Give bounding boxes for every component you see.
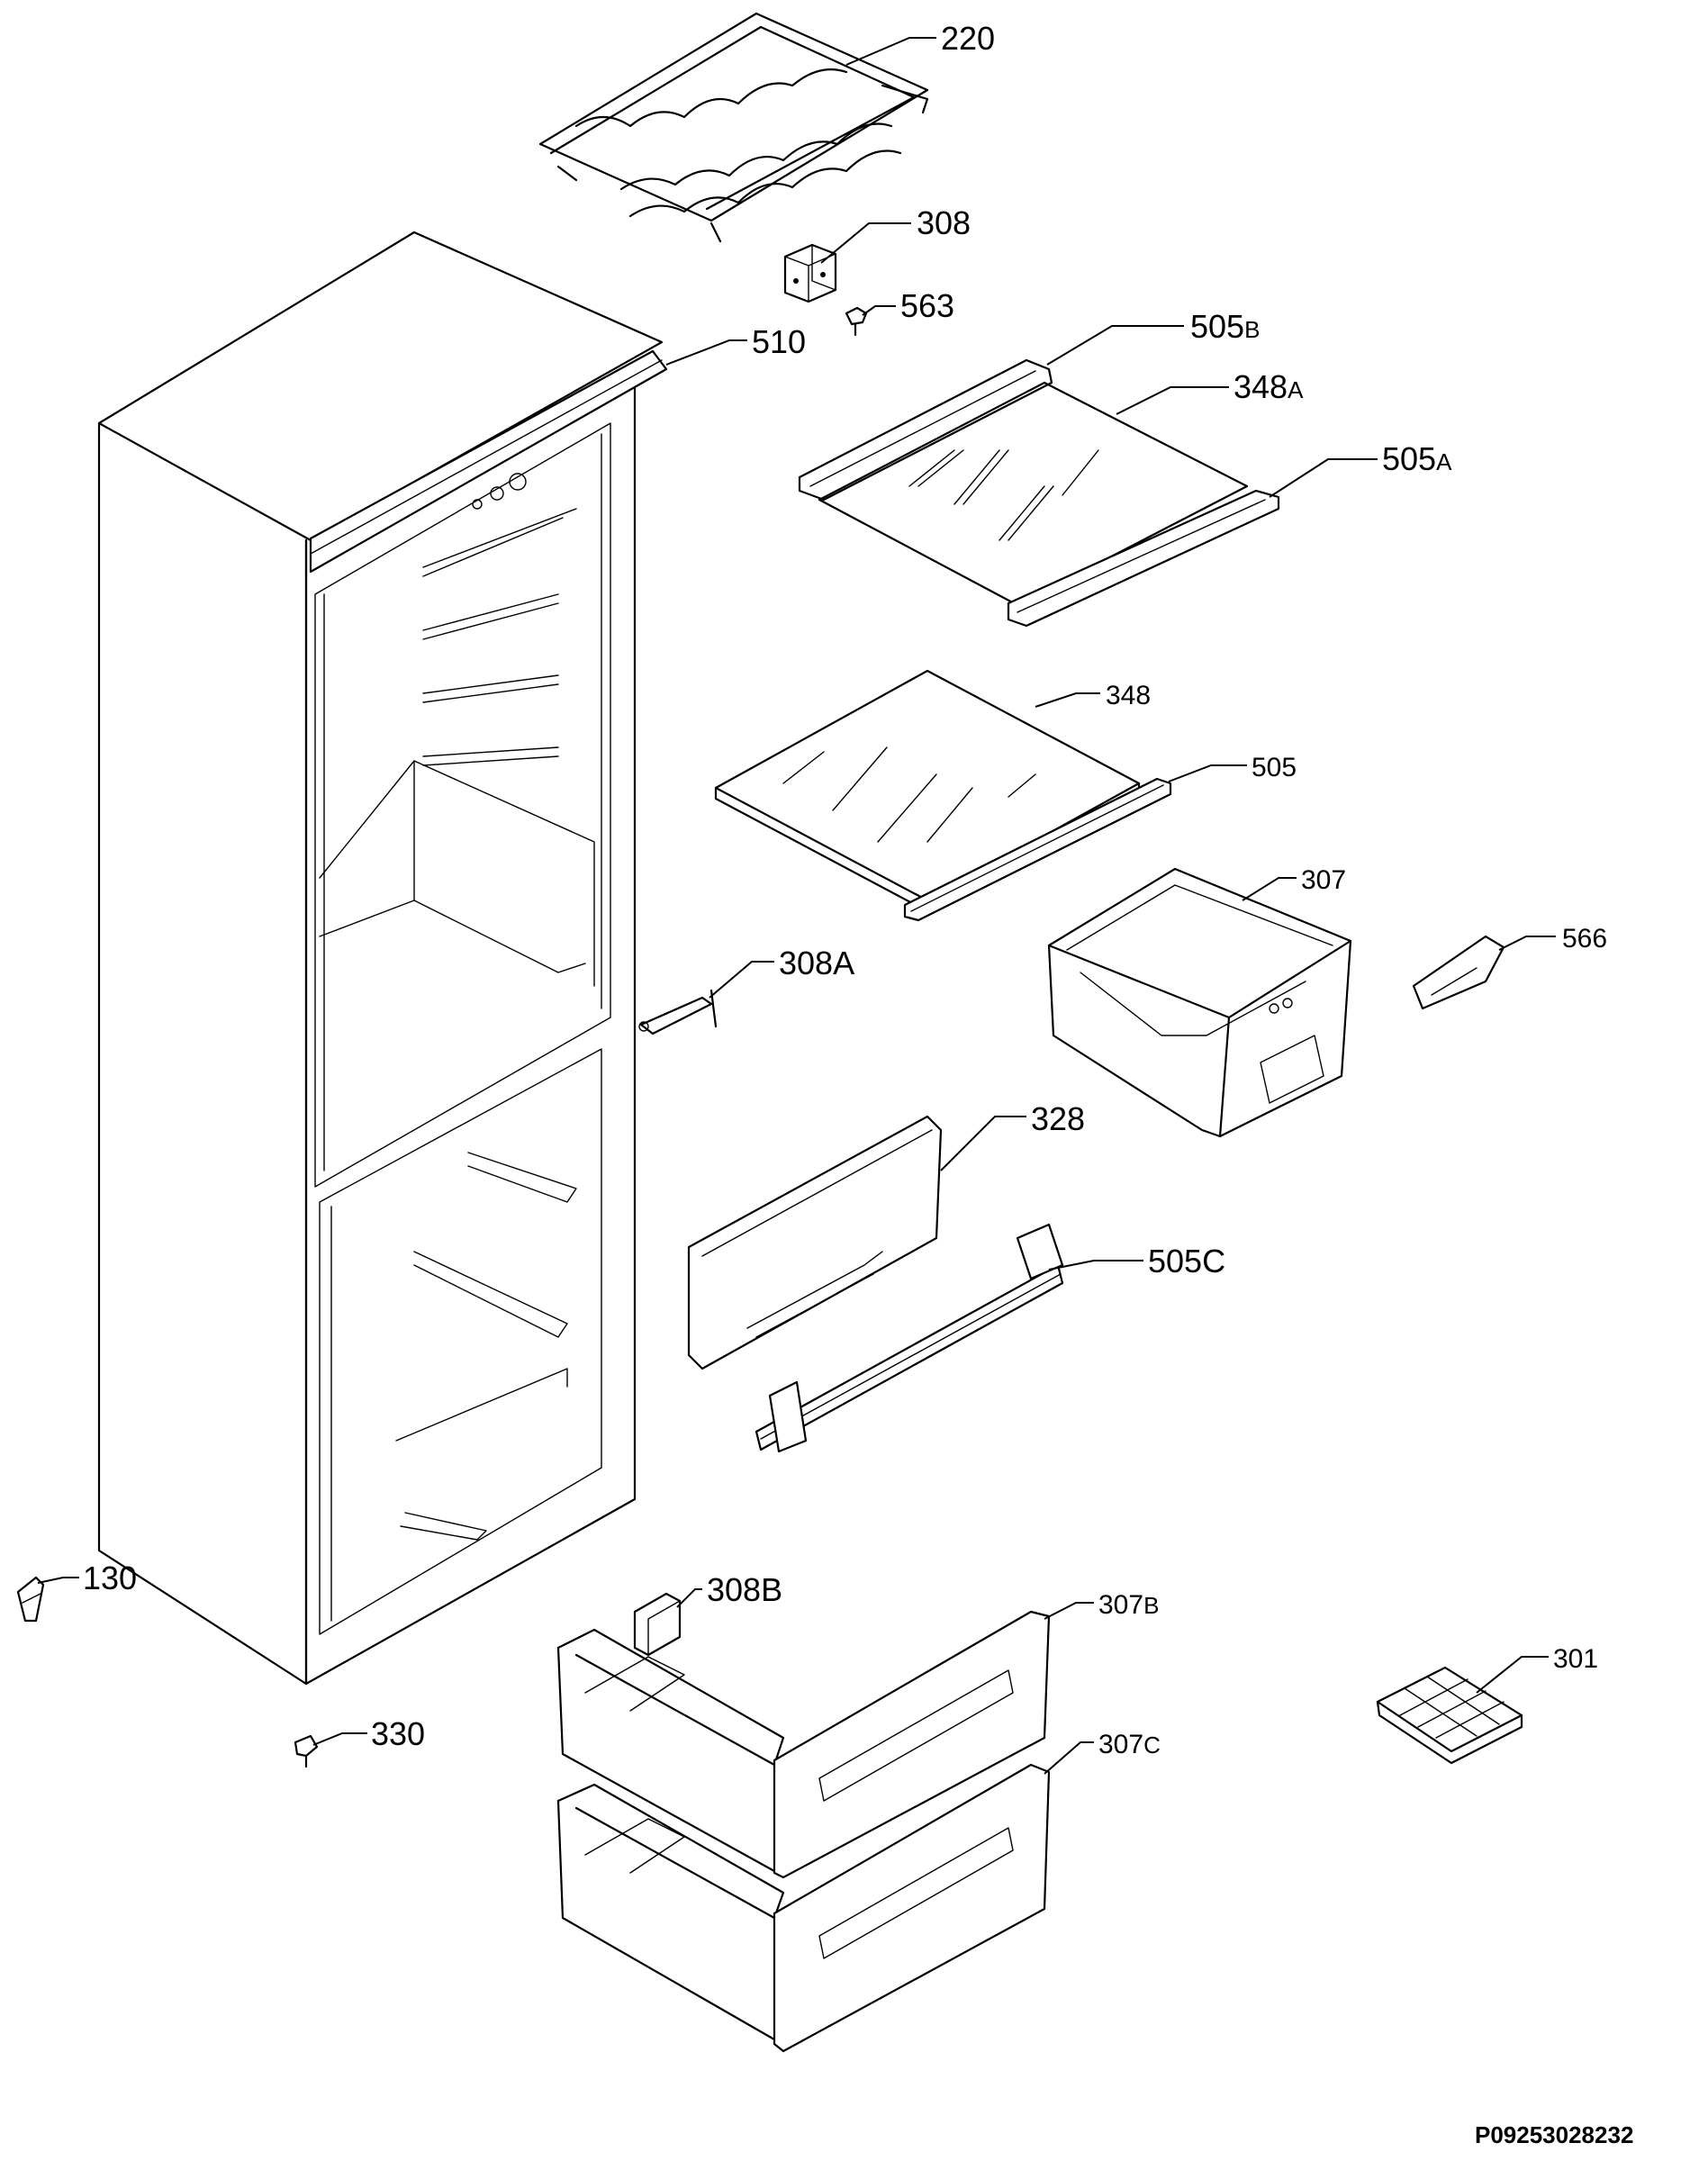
part-563-screw <box>845 306 868 337</box>
label-505a: 505A <box>1382 440 1452 477</box>
part-505b-strip <box>798 358 1053 502</box>
label-130: 130 <box>83 1560 137 1596</box>
part-307-crisper-box <box>1047 867 1352 1138</box>
part-308-bracket <box>783 243 837 303</box>
label-308a: 308A <box>779 945 854 981</box>
part-labels: 220 308 563 510 505B 348A 505A 348 505 3… <box>83 20 1607 1759</box>
part-566-handle <box>1412 935 1505 1010</box>
part-330-screw <box>294 1734 319 1768</box>
part-220-wine-rack <box>538 12 929 243</box>
label-308: 308 <box>917 204 971 241</box>
part-308b-bracket <box>633 1592 682 1657</box>
drawing-code: P09253028232 <box>1475 2121 1633 2148</box>
leader-lines <box>37 37 1556 1775</box>
part-130-foot <box>16 1576 45 1623</box>
label-566: 566 <box>1562 924 1607 954</box>
label-348a: 348A <box>1234 368 1304 405</box>
part-348-glass-shelf <box>714 669 1141 913</box>
part-301-ice-tray <box>1376 1666 1523 1765</box>
label-307: 307 <box>1301 865 1346 895</box>
label-348: 348 <box>1106 681 1151 710</box>
label-328: 328 <box>1031 1100 1085 1137</box>
label-307b: 307B <box>1098 1590 1159 1620</box>
part-348a-glass-shelf <box>818 381 1249 607</box>
label-301: 301 <box>1553 1644 1598 1674</box>
label-308b: 308B <box>707 1571 782 1608</box>
part-307b-drawer <box>556 1610 1051 1879</box>
part-505a-strip <box>1007 489 1280 628</box>
label-330: 330 <box>371 1715 425 1752</box>
part-505c-bottle-rail <box>755 1223 1064 1453</box>
part-307c-drawer <box>556 1763 1051 2053</box>
refrigerator-cabinet <box>97 231 668 1686</box>
label-505c: 505C <box>1148 1243 1225 1279</box>
label-505b: 505B <box>1190 308 1260 345</box>
label-505: 505 <box>1252 753 1297 782</box>
part-308a-hinge <box>638 989 718 1035</box>
part-505-strip <box>903 777 1172 922</box>
label-307c: 307C <box>1098 1730 1161 1759</box>
label-220: 220 <box>941 20 995 57</box>
part-328-cover <box>687 1115 943 1370</box>
label-510: 510 <box>752 323 806 360</box>
label-563: 563 <box>900 287 954 324</box>
